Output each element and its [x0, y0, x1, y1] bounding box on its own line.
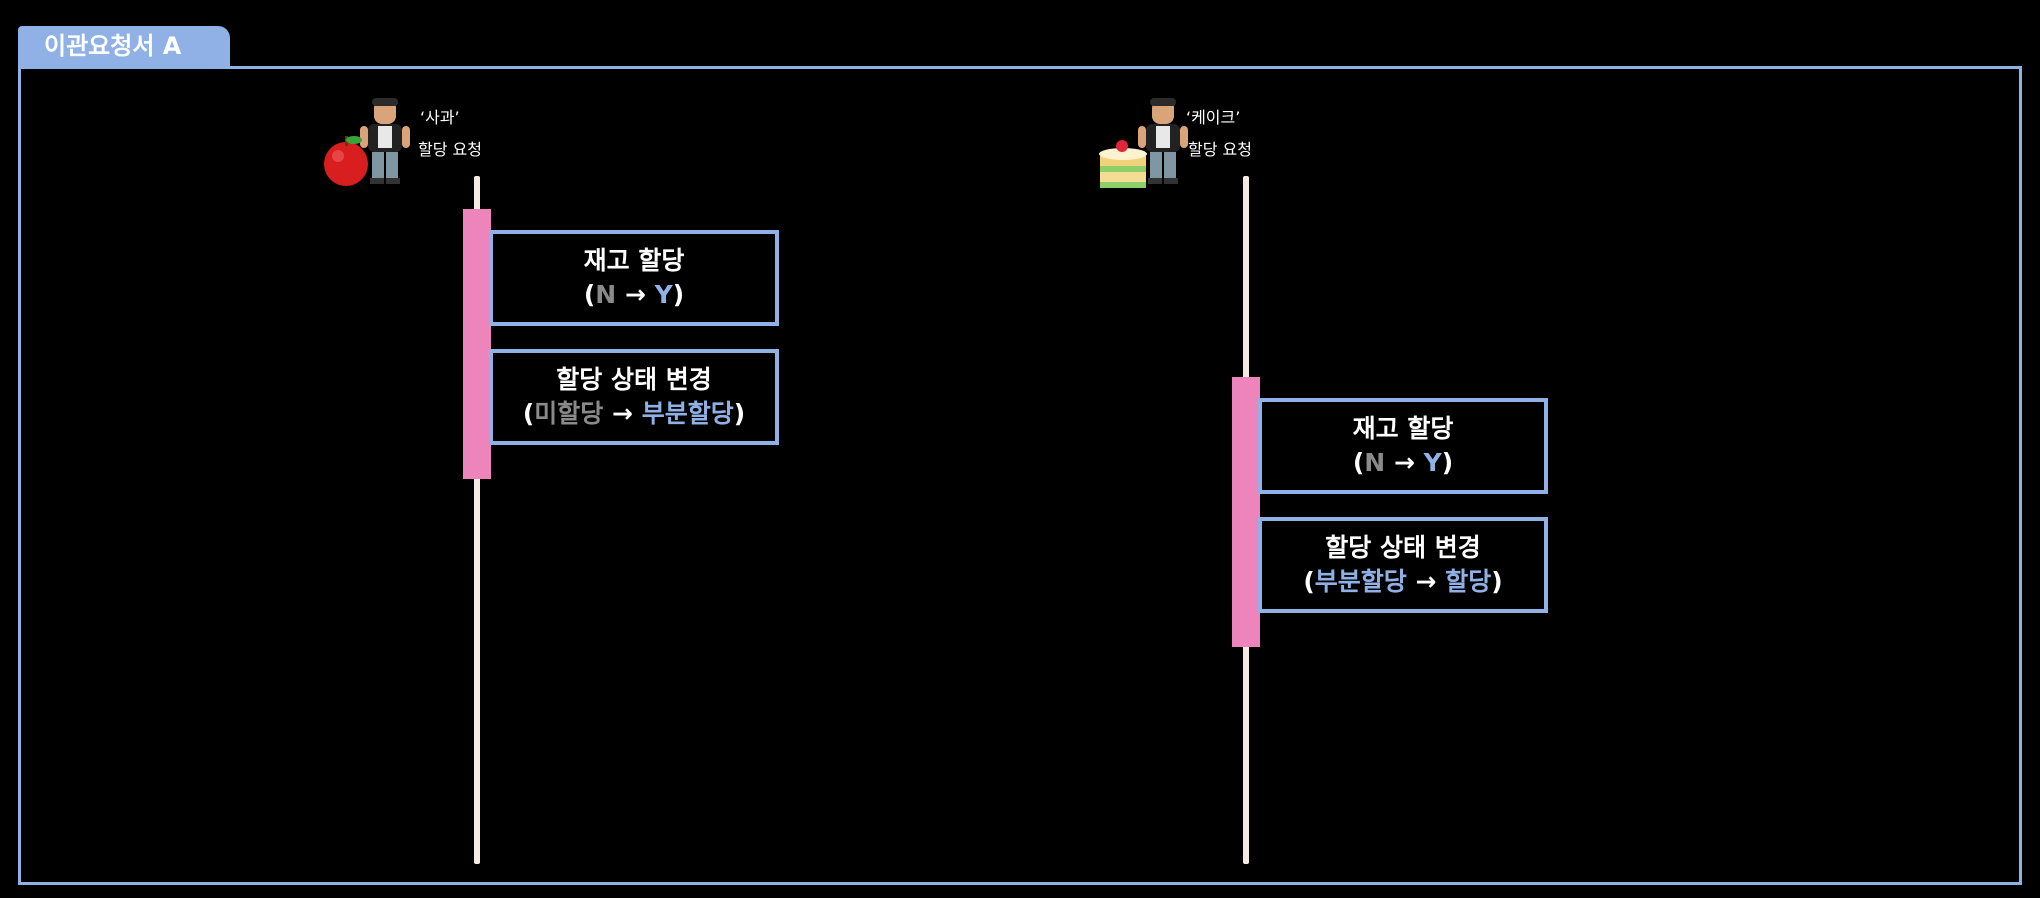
step-cake-stock-allocation: 재고 할당 (N → Y)	[1258, 398, 1548, 494]
diagram-frame	[18, 66, 2022, 885]
apple-person-icon	[324, 98, 410, 186]
to-value: Y	[1423, 448, 1442, 477]
document-tab[interactable]: 이관요청서 A	[18, 26, 230, 66]
from-value: N	[1364, 448, 1386, 477]
from-value: N	[595, 280, 617, 309]
actor-apple-title: ‘사과’	[420, 108, 460, 127]
to-value: 부분할당	[641, 399, 734, 428]
step-heading: 재고 할당	[1352, 414, 1454, 443]
activation-bar-apple	[463, 209, 491, 479]
to-value: Y	[654, 280, 673, 309]
actor-apple-subtitle: 할당 요청	[418, 140, 482, 159]
actor-cake-title: ‘케이크’	[1186, 108, 1241, 127]
paren-close: )	[672, 280, 685, 309]
from-value: 부분할당	[1314, 567, 1407, 596]
arrow-icon: →	[624, 280, 646, 309]
paren-open: (	[1303, 567, 1315, 596]
step-heading: 할당 상태 변경	[556, 365, 712, 394]
from-value: 미할당	[534, 399, 604, 428]
paren-open: (	[583, 280, 596, 309]
arrow-icon: →	[612, 399, 633, 428]
arrow-icon: →	[1415, 567, 1437, 596]
to-value: 할당	[1445, 567, 1492, 596]
paren-close: )	[1441, 448, 1454, 477]
step-transition: (미할당 → 부분할당)	[523, 397, 745, 431]
paren-open: (	[1352, 448, 1365, 477]
step-transition: (부분할당 → 할당)	[1303, 565, 1502, 599]
paren-close: )	[1491, 567, 1503, 596]
cake-person-icon	[1099, 98, 1188, 188]
lifeline-apple	[474, 176, 480, 864]
step-apple-stock-allocation: 재고 할당 (N → Y)	[489, 230, 779, 326]
paren-open: (	[522, 399, 535, 428]
step-cake-status-change: 할당 상태 변경 (부분할당 → 할당)	[1258, 517, 1548, 613]
step-heading: 할당 상태 변경	[1325, 533, 1481, 562]
arrow-icon: →	[1393, 448, 1415, 477]
activation-bar-cake	[1232, 377, 1260, 647]
step-apple-status-change: 할당 상태 변경 (미할당 → 부분할당)	[489, 349, 779, 445]
step-transition: (N → Y)	[1353, 446, 1453, 480]
actor-cake-subtitle: 할당 요청	[1188, 140, 1252, 159]
paren-close: )	[733, 399, 746, 428]
step-heading: 재고 할당	[583, 246, 685, 275]
step-transition: (N → Y)	[584, 278, 684, 312]
